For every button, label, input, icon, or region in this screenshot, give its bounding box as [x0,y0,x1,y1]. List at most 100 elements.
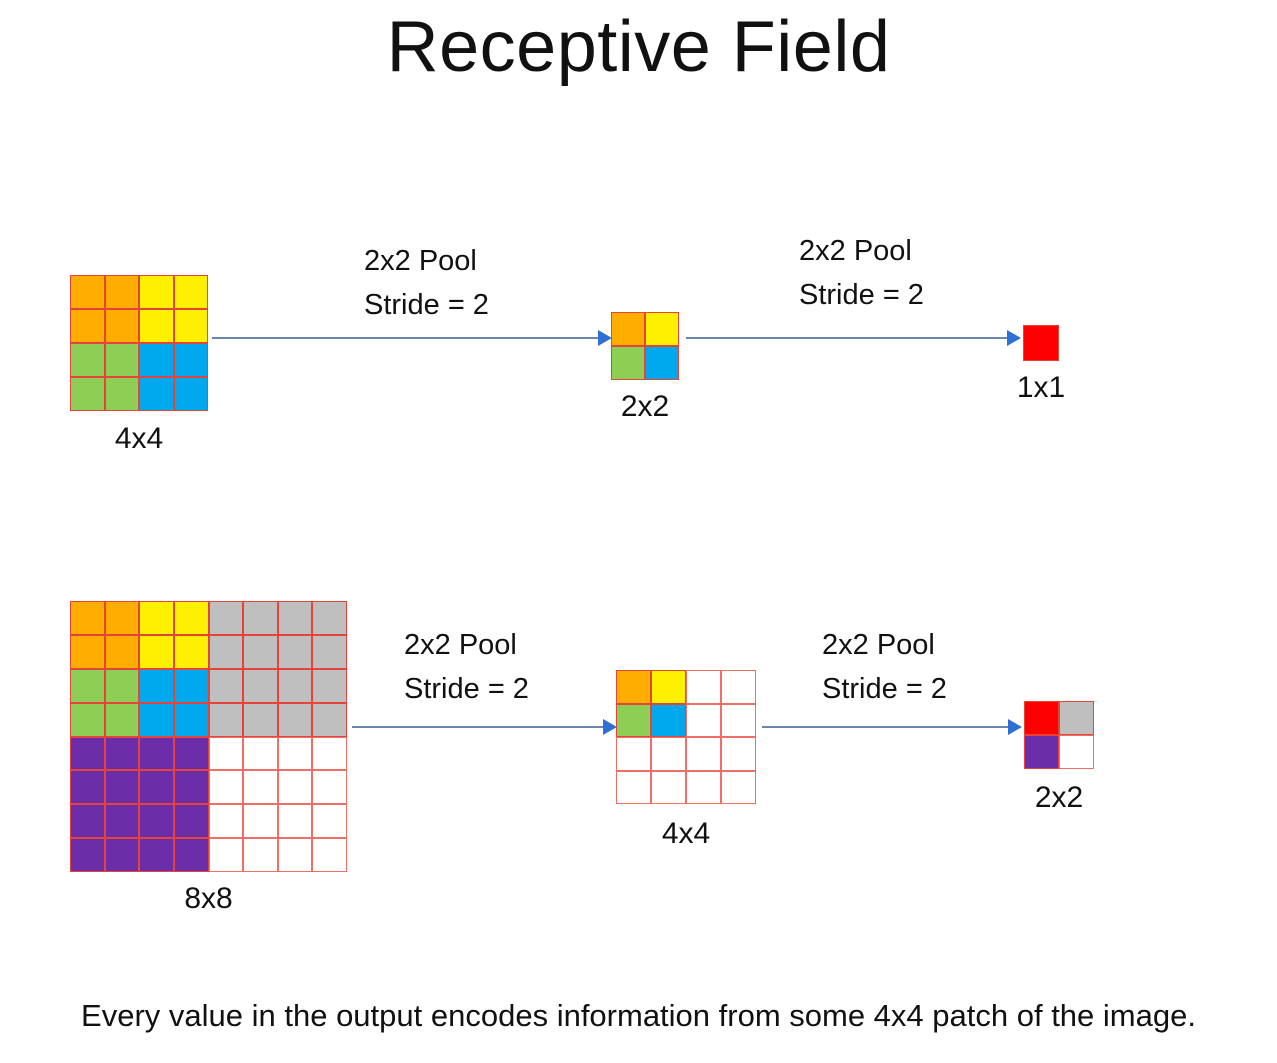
grid-cell [104,634,140,669]
arrow-head-icon [1007,330,1021,346]
grid-cell [139,377,174,411]
op-label-line-2: Stride = 2 [799,279,924,311]
size-label-stage-2x2-mid: 2x2 [620,390,670,423]
feature-map-stage-4x4-input [70,275,208,411]
grid-cell [104,343,139,377]
grid-cell [173,702,209,737]
grid-cell [611,312,645,346]
feature-map-stage-8x8-input [70,601,347,872]
grid-cell [104,601,140,635]
grid-cell [70,343,105,377]
grid-cell [208,668,244,703]
grid-cell [173,275,208,309]
arrow-head-icon [598,330,612,346]
grid-cell [312,804,347,839]
op-label-line-2: Stride = 2 [822,673,947,705]
grid-cell [721,703,756,737]
grid-cell [139,275,174,309]
grid-cell [686,737,721,771]
arrow-head-icon [603,719,617,735]
grid-cell [173,634,209,669]
op-label-line-1: 2x2 Pool [404,629,517,661]
grid-cell [312,838,347,872]
size-label-stage-1x1-out: 1x1 [1016,371,1066,404]
grid-cell [104,275,139,309]
size-label-stage-4x4-mid: 4x4 [661,817,711,850]
grid-cell [70,309,105,343]
op-label-line-1: 2x2 Pool [822,629,935,661]
slide-caption: Every value in the output encodes inform… [81,998,1196,1033]
grid-cell [104,668,140,703]
grid-cell [277,702,313,737]
grid-cell [70,668,105,703]
grid-cell [70,702,105,737]
grid-cell [243,736,278,771]
grid-cell [104,309,139,343]
grid-cell [173,343,208,377]
grid-cell [312,770,347,805]
grid-cell [208,601,244,635]
grid-cell [104,702,140,737]
grid-cell [208,804,244,839]
grid-cell [104,377,139,411]
grid-cell [173,309,208,343]
op-label-line-1: 2x2 Pool [799,235,912,267]
grid-cell [277,736,313,771]
arrow-shaft [762,726,1010,728]
grid-cell [173,668,209,703]
grid-cell [1059,701,1094,735]
grid-cell [312,736,347,771]
grid-cell [1024,701,1059,735]
grid-cell [312,668,347,703]
grid-cell [721,770,756,804]
grid-cell [139,702,174,737]
grid-cell [208,702,244,737]
grid-cell [616,770,651,804]
grid-cell [721,670,756,704]
grid-cell [243,601,278,635]
grid-cell [1059,735,1094,769]
grid-cell [243,668,278,703]
grid-cell [208,838,244,872]
grid-cell [616,737,651,771]
grid-cell [139,838,174,872]
grid-cell [139,668,174,703]
page-title: Receptive Field [386,7,891,87]
flow-arrow-arrow-4 [762,719,1022,735]
grid-cell [651,737,686,771]
grid-cell [645,312,679,346]
grid-cell [243,702,278,737]
size-label-stage-4x4-input: 4x4 [114,422,164,455]
grid-cell [70,275,105,309]
grid-cell [70,804,105,839]
size-label-stage-2x2-out: 2x2 [1034,781,1084,814]
grid-cell [173,770,209,805]
grid-cell [277,804,313,839]
grid-cell [243,770,278,805]
grid-cell [70,736,105,771]
grid-cell [208,634,244,669]
grid-cell [277,668,313,703]
flow-arrow-arrow-2 [686,330,1021,346]
arrow-shaft [352,726,605,728]
grid-cell [1024,735,1059,769]
flow-arrow-arrow-1 [212,330,612,346]
grid-cell [312,702,347,737]
arrow-shaft [686,337,1009,339]
grid-cell [611,346,645,380]
grid-cell [139,601,174,635]
arrow-head-icon [1008,719,1022,735]
feature-map-stage-2x2-out [1024,701,1094,769]
grid-cell [277,838,313,872]
grid-cell [139,770,174,805]
grid-cell [312,601,347,635]
flow-arrow-arrow-3 [352,719,617,735]
grid-cell [1023,325,1059,361]
grid-cell [651,703,686,737]
grid-cell [208,736,244,771]
op-label-line-1: 2x2 Pool [364,245,477,277]
grid-cell [104,736,140,771]
